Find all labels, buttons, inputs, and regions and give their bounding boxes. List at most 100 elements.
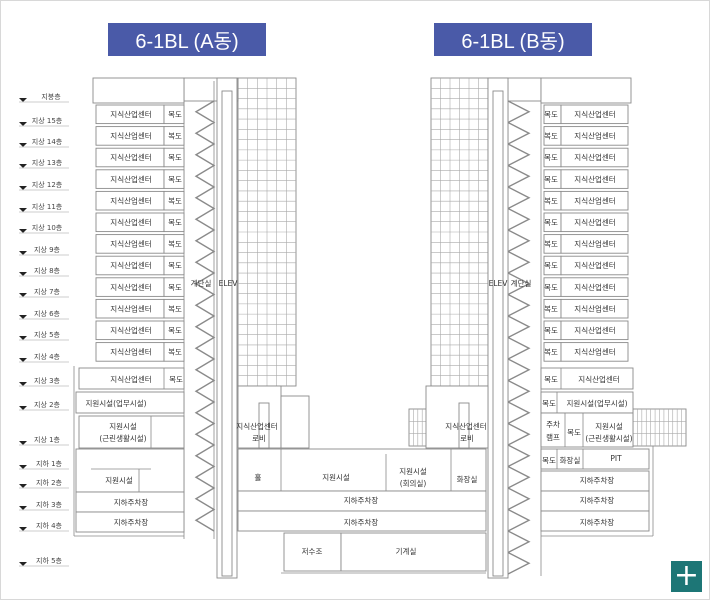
corridor-label: 복도 (544, 375, 558, 384)
corridor-label: 복도 (544, 348, 558, 357)
office-label: 지식산업센터 (110, 303, 151, 313)
elevator-car-track-a (221, 90, 233, 577)
corridor-a (163, 104, 185, 125)
room-label: (근린생활시설) (585, 433, 632, 443)
office-label: 지식산업센터 (110, 131, 151, 141)
floor-level-label: 지상 14층 (32, 137, 63, 146)
a-b1-b2-room (75, 448, 185, 493)
lobby-a-stair (258, 402, 270, 449)
a-1f-room (78, 415, 185, 449)
a-3f-room (78, 367, 185, 390)
office-room-b (560, 190, 629, 211)
corridor-label: 복도 (544, 283, 558, 292)
floor-level-label: 지하 1층 (36, 459, 63, 468)
corridor-label: 복도 (168, 175, 182, 184)
b-3f-room (540, 367, 634, 390)
floor-level-label: 지상 12층 (32, 180, 63, 189)
corridor-label: 복도 (168, 326, 182, 335)
office-room-b (560, 342, 629, 362)
hall-label: 홀 (255, 472, 262, 482)
floor-level-label: 지상 9층 (34, 245, 61, 254)
office-room-b (560, 277, 629, 297)
corridor-label: 복도 (544, 132, 558, 141)
corridor-label: 복도 (544, 153, 558, 162)
room-label: 지원시설 (322, 473, 350, 482)
corridor-label: 복도 (544, 175, 558, 184)
level-marker-icon (19, 251, 27, 255)
floor-level-label: 지하 2층 (36, 478, 63, 487)
building-a-title: 6-1BL (A동) (108, 23, 266, 56)
level-marker-icon (19, 186, 27, 190)
expand-button[interactable]: + (671, 561, 702, 592)
floor-level-label: 지상 11층 (32, 202, 63, 211)
corridor-a (163, 320, 185, 341)
room-label: 지하주차장 (344, 517, 379, 527)
level-marker-icon (19, 382, 27, 386)
floor-level-label: 지상 4층 (34, 352, 61, 361)
office-room-b (560, 298, 629, 319)
office-label: 지식산업센터 (110, 217, 151, 227)
room-label: 지원시설 (399, 467, 427, 476)
office-label: 지식산업센터 (574, 239, 615, 249)
level-marker-icon (19, 143, 27, 147)
lobby-b-stair (458, 402, 470, 449)
stair-label: 계단실 (511, 278, 532, 288)
office-label: 지식산업센터 (574, 260, 615, 270)
level-marker-icon (19, 272, 27, 276)
room-label: 지원시설 (595, 422, 623, 431)
lobby-label: 지식산업센터 (445, 421, 486, 431)
room-label: 지원시설 (109, 422, 137, 431)
room-label: 지하주차장 (114, 517, 149, 527)
corridor-a (163, 212, 185, 233)
floor-level-label: 지상 15층 (32, 116, 63, 125)
corridor-label: 복도 (168, 304, 182, 313)
floor-level-label: 지상 3층 (34, 376, 61, 385)
office-room-b (560, 255, 629, 276)
office-label: 지식산업센터 (574, 195, 615, 205)
corridor-label: 복도 (567, 428, 581, 437)
level-marker-icon (19, 441, 27, 445)
corridor-a (163, 190, 185, 211)
corridor-label: 복도 (542, 399, 556, 408)
office-room-b (560, 212, 629, 233)
office-room-b (560, 147, 629, 168)
corridor-label: 복도 (544, 326, 558, 335)
room-label: 지원시설 (105, 476, 133, 485)
corridor-label: 복도 (168, 132, 182, 141)
lobby-label: 로비 (252, 434, 266, 443)
corridor-label: 복도 (544, 304, 558, 313)
office-label: 지식산업센터 (110, 347, 151, 357)
level-marker-icon (19, 208, 27, 212)
room-label: 지식산업센터 (110, 374, 151, 384)
floor-level-label: 지상 13층 (32, 158, 63, 167)
corridor-a (163, 342, 185, 362)
office-room-b (560, 320, 629, 341)
level-marker-icon (19, 562, 27, 566)
corridor-label: 복도 (544, 218, 558, 227)
floor-level-label: 지하 5층 (36, 556, 63, 565)
office-label: 지식산업센터 (110, 195, 151, 205)
level-marker-icon (19, 293, 27, 297)
corridor-label: 복도 (169, 375, 183, 384)
office-label: 지식산업센터 (574, 109, 615, 119)
office-room-b (560, 169, 629, 189)
ramp-label: 램프 (546, 432, 560, 442)
room-label: 지하주차장 (114, 497, 149, 507)
corridor-label: 복도 (168, 110, 182, 119)
elevator-label: ELEV (219, 279, 239, 288)
level-marker-icon (19, 164, 27, 168)
floor-level-label: 지상 8층 (34, 266, 61, 275)
office-label: 지식산업센터 (110, 325, 151, 335)
office-label: 지식산업센터 (574, 325, 615, 335)
room-label: 지원시설(업무시설) (85, 399, 146, 408)
level-marker-icon (19, 122, 27, 126)
corridor-label: 복도 (544, 110, 558, 119)
corridor-label: 복도 (542, 456, 556, 465)
office-label: 지식산업센터 (110, 282, 151, 292)
corridor-label: 복도 (168, 283, 182, 292)
corridor-label: 복도 (168, 218, 182, 227)
roof-a (92, 77, 185, 104)
level-marker-icon (19, 229, 27, 233)
